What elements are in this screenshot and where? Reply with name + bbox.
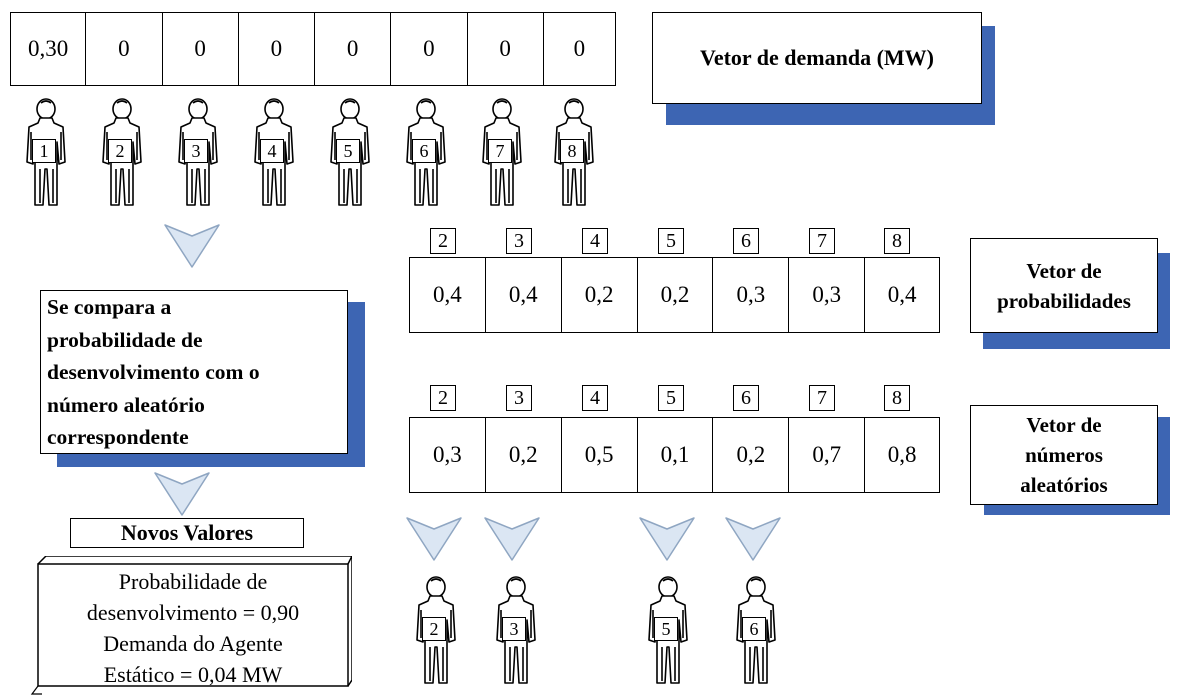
down-arrow-icon xyxy=(637,515,697,563)
random-label-line: números xyxy=(1025,443,1103,467)
random-label-line: aleatórios xyxy=(1020,473,1108,497)
agent-index-label: 2 xyxy=(430,385,456,411)
agent-person-icon: 1 xyxy=(20,97,70,207)
agent-person-icon: 6 xyxy=(400,97,450,207)
comparison-line: correspondente xyxy=(47,425,189,449)
demand-cell: 0 xyxy=(239,13,315,85)
comparison-line: Se compara a xyxy=(47,295,172,319)
agent-person-icon: 4 xyxy=(248,97,298,207)
down-arrow-icon xyxy=(482,515,542,563)
demand-vector-label-box: Vetor de demanda (MW) xyxy=(652,12,997,127)
demand-cell: 0 xyxy=(315,13,392,85)
probability-cell: 0,3 xyxy=(713,258,790,332)
new-values-line: desenvolvimento = 0,90 xyxy=(86,600,300,625)
probability-cell: 0,3 xyxy=(789,258,866,332)
agent-index-label: 3 xyxy=(506,385,532,411)
agent-number: 6 xyxy=(412,139,436,163)
agent-index-label: 4 xyxy=(582,385,608,411)
demand-cell: 0 xyxy=(163,13,239,85)
demand-cell: 0,30 xyxy=(11,13,87,85)
random-number-cell: 0,5 xyxy=(562,418,638,492)
agent-number: 3 xyxy=(502,617,526,641)
selected-agent-person-icon: 3 xyxy=(490,575,540,685)
new-values-line: Estático = 0,04 MW xyxy=(103,662,283,687)
comparison-box: Se compara a probabilidade de desenvolvi… xyxy=(40,290,365,468)
probability-cell: 0,4 xyxy=(410,258,486,332)
comparison-text: Se compara a probabilidade de desenvolvi… xyxy=(47,291,260,454)
agent-index-label: 5 xyxy=(658,228,684,254)
new-values-box: Probabilidade de desenvolvimento = 0,90 … xyxy=(30,556,352,696)
random-number-cell: 0,7 xyxy=(789,418,866,492)
random-vector-label-box: Vetor de números aleatórios xyxy=(970,405,1175,517)
agent-person-icon: 7 xyxy=(476,97,526,207)
selected-agent-person-icon: 5 xyxy=(642,575,692,685)
agent-number: 2 xyxy=(108,139,132,163)
new-values-box-frame xyxy=(30,556,352,695)
comparison-line: probabilidade de xyxy=(47,327,203,352)
probability-vector: 0,4 0,4 0,2 0,2 0,3 0,3 0,4 xyxy=(409,257,940,333)
agent-index-label: 3 xyxy=(506,228,532,254)
agent-index-label: 7 xyxy=(809,385,835,411)
agent-person-icon: 8 xyxy=(548,97,598,207)
probability-vector-label-box: Vetor de probabilidades xyxy=(970,238,1175,350)
agent-person-icon: 3 xyxy=(172,97,222,207)
new-values-line: Demanda do Agente xyxy=(103,631,283,656)
agent-person-icon: 2 xyxy=(96,97,146,207)
new-values-title-text: Novos Valores xyxy=(120,520,254,545)
agent-index-label: 5 xyxy=(658,385,684,411)
demand-cell: 0 xyxy=(573,36,586,61)
comparison-line: número aleatório xyxy=(47,392,205,417)
agent-index-label: 8 xyxy=(884,385,910,411)
probability-label-line: Vetor de xyxy=(1026,258,1102,283)
agent-number: 7 xyxy=(488,139,512,163)
down-arrow-icon xyxy=(152,470,212,518)
random-number-cell: 0,2 xyxy=(486,418,562,492)
probability-cell: 0,4 xyxy=(486,258,562,332)
demand-vector-label: Vetor de demanda (MW) xyxy=(699,45,935,70)
probability-label-line: probabilidades xyxy=(997,288,1131,313)
random-number-cell: 0,2 xyxy=(713,418,790,492)
agent-index-label: 2 xyxy=(430,228,456,254)
agent-number: 5 xyxy=(336,139,360,163)
comparison-line: desenvolvimento com o xyxy=(47,360,260,384)
agent-index-label: 6 xyxy=(733,228,759,254)
random-number-vector: 0,3 0,2 0,5 0,1 0,2 0,7 0,8 xyxy=(409,417,940,493)
agent-number: 3 xyxy=(184,139,208,163)
new-values-title: Novos Valores xyxy=(70,518,304,548)
agent-number: 6 xyxy=(742,617,766,641)
random-number-cell: 0,8 xyxy=(887,442,917,467)
agent-number: 4 xyxy=(260,139,284,163)
agent-person-icon: 5 xyxy=(324,97,374,207)
probability-cell: 0,4 xyxy=(887,282,917,307)
selected-agent-person-icon: 2 xyxy=(410,575,460,685)
demand-vector: 0,30 0 0 0 0 0 0 0 xyxy=(10,12,616,86)
agent-number: 2 xyxy=(422,617,446,641)
demand-cell: 0 xyxy=(86,13,163,85)
probability-cell: 0,2 xyxy=(562,258,638,332)
agent-number: 1 xyxy=(32,139,56,163)
agent-number: 5 xyxy=(654,617,678,641)
down-arrow-icon xyxy=(723,515,783,563)
agent-number: 8 xyxy=(560,139,584,163)
random-label-line: Vetor de xyxy=(1026,413,1102,437)
down-arrow-icon xyxy=(162,222,222,270)
demand-cell: 0 xyxy=(391,13,468,85)
selected-agent-person-icon: 6 xyxy=(730,575,780,685)
agent-index-label: 7 xyxy=(809,228,835,254)
probability-cell: 0,2 xyxy=(638,258,714,332)
agent-index-label: 6 xyxy=(733,385,759,411)
demand-cell: 0 xyxy=(468,13,544,85)
agent-index-label: 8 xyxy=(884,228,910,254)
new-values-line: Probabilidade de xyxy=(118,569,268,594)
down-arrow-icon xyxy=(404,515,464,563)
agent-index-label: 4 xyxy=(582,228,608,254)
random-number-cell: 0,1 xyxy=(638,418,714,492)
random-number-cell: 0,3 xyxy=(410,418,486,492)
